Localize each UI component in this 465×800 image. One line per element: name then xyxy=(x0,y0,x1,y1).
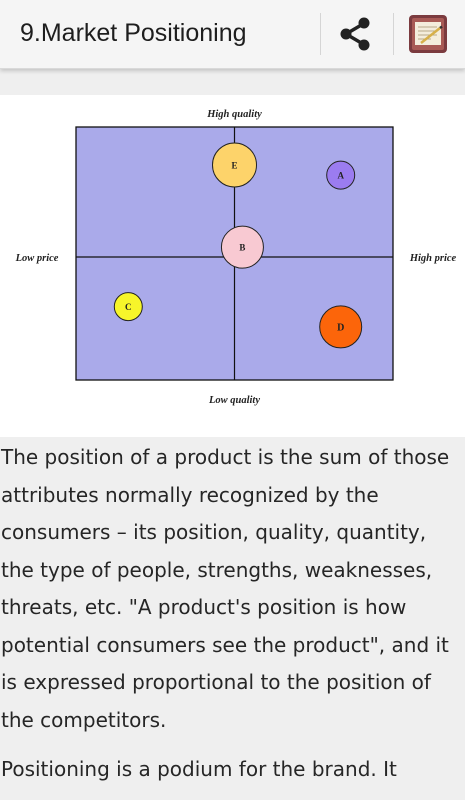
article-paragraph: Positioning is a podium for the brand. I… xyxy=(1,757,397,781)
toolbar-divider xyxy=(393,13,394,55)
axis-label-top: High quality xyxy=(206,109,262,120)
brand-point-d xyxy=(319,305,363,349)
share-icon xyxy=(340,17,370,51)
brand-point-label-e: E xyxy=(231,160,237,170)
positioning-map-chart: High quality Low quality Low price High … xyxy=(15,109,457,406)
brand-point-a xyxy=(326,160,356,190)
toolbar-divider xyxy=(320,13,321,55)
article-paragraph: The position of a product is the sum of … xyxy=(1,445,450,732)
brand-point-b xyxy=(220,225,264,269)
brand-point-label-d: D xyxy=(337,322,344,333)
brand-point-label-c: C xyxy=(125,302,132,312)
article-body: The position of a product is the sum of … xyxy=(0,437,465,789)
positioning-map-figure: High quality Low quality Low price High … xyxy=(0,95,465,437)
app-bar: 9.Market Positioning xyxy=(0,0,465,69)
brand-point-label-b: B xyxy=(239,243,245,253)
page-title: 9.Market Positioning xyxy=(20,19,247,47)
brand-points: E A B C D xyxy=(113,142,363,349)
axis-label-right: High price xyxy=(409,253,457,264)
axis-label-bottom: Low quality xyxy=(208,395,260,406)
brand-point-e xyxy=(212,142,257,188)
notebook-icon xyxy=(409,15,447,53)
brand-point-c xyxy=(113,292,143,322)
brand-point-label-a: A xyxy=(337,171,344,181)
axis-label-left: Low price xyxy=(15,253,59,264)
notebook-button[interactable] xyxy=(407,13,449,55)
share-button[interactable] xyxy=(332,12,380,56)
